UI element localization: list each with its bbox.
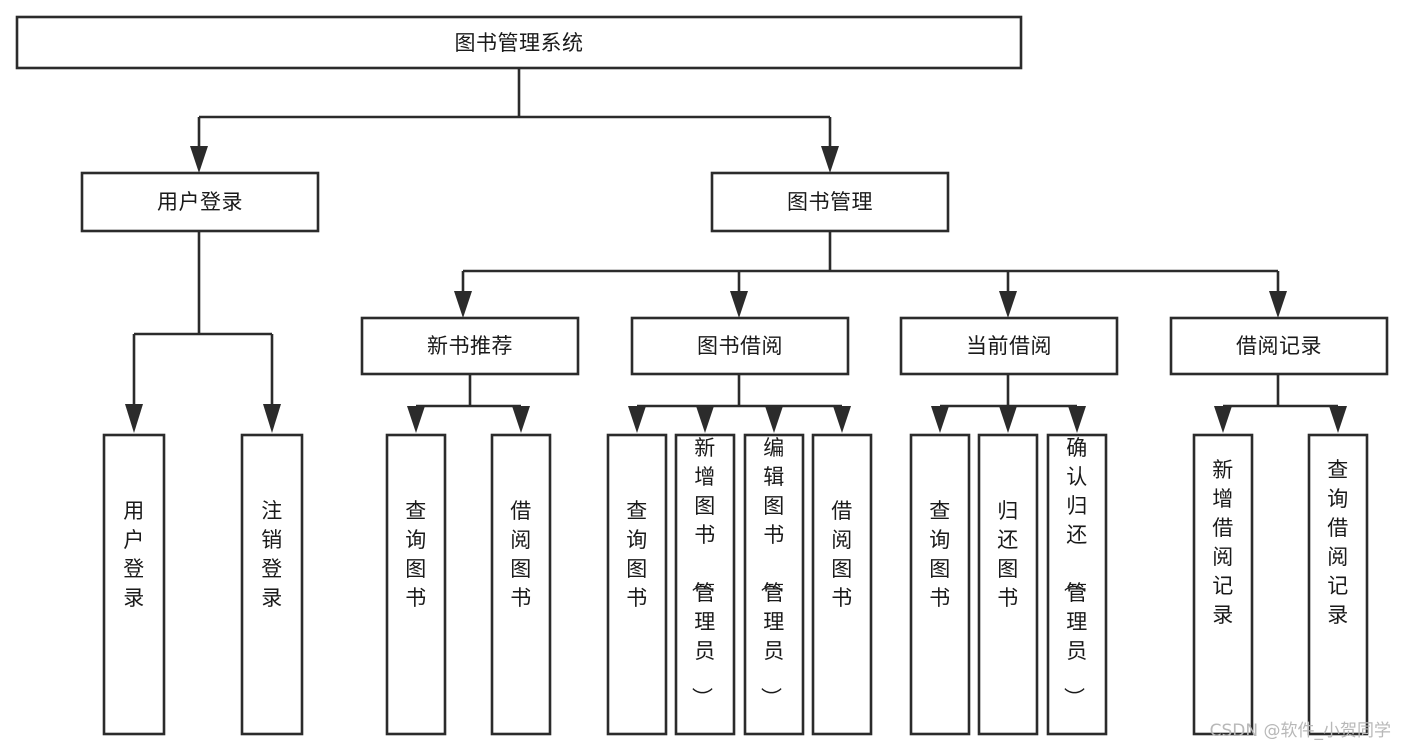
arrow-head-leaf-user-login [125,404,143,433]
leaf-confirm-return[interactable]: 确认归还（管理员） [1046,433,1108,736]
arrow-head-borrow-record [1269,291,1287,318]
node-root-label: 图书管理系统 [455,31,584,55]
arrow-head-leaf-borrow-book-2 [833,406,851,433]
arrow-head-leaf-borrow-book-1 [512,406,530,433]
node-book-borrow-label: 图书借阅 [697,334,783,358]
node-root-box[interactable] [15,15,1023,70]
leaf-user-login-label: 用户登录 [123,499,145,610]
arrow-head-leaf-query-book-3 [931,406,949,433]
leaf-edit-book[interactable]: 编辑图书（管理员） [743,433,805,736]
leaf-query-record-box[interactable] [1307,433,1369,736]
arrow-head-to-book-manage [821,146,839,173]
node-user-login[interactable]: 用户登录 [80,171,320,233]
leaf-confirm-return-label: 确认归还（管理员） [1061,436,1088,709]
leaf-query-book-1-label: 查询图书 [405,499,427,610]
connector-layer [125,68,1347,433]
leaf-logout-login[interactable]: 注销登录 [240,433,304,736]
arrow-head-leaf-query-book-2 [628,406,646,433]
arrow-head-current-borrow [999,291,1017,318]
leaf-add-record[interactable]: 新增借阅记录 [1192,433,1254,736]
arrow-head-leaf-query-book-1 [407,406,425,433]
arrow-head-leaf-return-book [999,406,1017,433]
leaf-edit-book-label: 编辑图书（管理员） [758,436,785,709]
leaf-borrow-book-2-box[interactable] [811,433,873,736]
leaf-add-book-label: 新增图书（管理员） [689,436,716,709]
node-root[interactable]: 图书管理系统 [15,15,1023,70]
arrow-head-leaf-logout-login [263,404,281,433]
leaf-borrow-book-2[interactable]: 借阅图书 [811,433,873,736]
arrow-head-leaf-edit-book [765,406,783,433]
arrow-head-new-book-rec [454,291,472,318]
leaf-edit-book-box[interactable] [743,433,805,736]
leaf-user-login-box[interactable] [102,433,166,736]
leaf-add-record-box[interactable] [1192,433,1254,736]
leaf-query-book-2-box[interactable] [606,433,668,736]
leaf-borrow-book-1-label: 借阅图书 [510,499,532,610]
leaf-borrow-book-1[interactable]: 借阅图书 [490,433,552,736]
leaf-add-book-box[interactable] [674,433,736,736]
arrow-head-leaf-add-book [696,406,714,433]
leaf-add-record-label: 新增借阅记录 [1212,458,1234,627]
leaf-query-record-label: 查询借阅记录 [1327,458,1349,627]
leaf-query-book-1-box[interactable] [385,433,447,736]
leaf-query-book-2[interactable]: 查询图书 [606,433,668,736]
node-user-login-label: 用户登录 [157,190,243,214]
node-current-borrow-label: 当前借阅 [966,334,1052,358]
leaf-return-book[interactable]: 归还图书 [977,433,1039,736]
leaf-query-book-2-label: 查询图书 [626,499,648,610]
leaf-query-book-1[interactable]: 查询图书 [385,433,447,736]
leaf-confirm-return-box[interactable] [1046,433,1108,736]
arrow-head-book-borrow [730,291,748,318]
node-new-book-rec[interactable]: 新书推荐 [360,316,580,376]
node-book-borrow-box[interactable] [630,316,850,376]
node-book-manage-box[interactable] [710,171,950,233]
leaf-return-book-label: 归还图书 [997,499,1019,610]
arrow-head-leaf-add-record [1214,406,1232,433]
leaf-add-book[interactable]: 新增图书（管理员） [674,433,736,736]
leaf-logout-login-label: 注销登录 [261,499,283,610]
arrow-head-leaf-confirm-return [1068,406,1086,433]
node-current-borrow[interactable]: 当前借阅 [899,316,1119,376]
node-borrow-record[interactable]: 借阅记录 [1169,316,1389,376]
leaf-user-login[interactable]: 用户登录 [102,433,166,736]
leaf-return-book-box[interactable] [977,433,1039,736]
arrow-head-to-user-login [190,146,208,173]
node-user-login-box[interactable] [80,171,320,233]
node-book-borrow[interactable]: 图书借阅 [630,316,850,376]
node-new-book-rec-label: 新书推荐 [427,334,513,358]
leaf-query-book-3[interactable]: 查询图书 [909,433,971,736]
node-book-manage-label: 图书管理 [787,190,873,214]
leaf-logout-login-box[interactable] [240,433,304,736]
node-borrow-record-box[interactable] [1169,316,1389,376]
leaf-query-book-3-box[interactable] [909,433,971,736]
leaf-borrow-book-2-label: 借阅图书 [831,499,853,610]
leaf-query-record[interactable]: 查询借阅记录 [1307,433,1369,736]
leaf-query-book-3-label: 查询图书 [929,499,951,610]
node-book-manage[interactable]: 图书管理 [710,171,950,233]
node-borrow-record-label: 借阅记录 [1236,334,1322,358]
node-new-book-rec-box[interactable] [360,316,580,376]
arrow-head-leaf-query-record [1329,406,1347,433]
leaf-borrow-book-1-box[interactable] [490,433,552,736]
node-current-borrow-box[interactable] [899,316,1119,376]
